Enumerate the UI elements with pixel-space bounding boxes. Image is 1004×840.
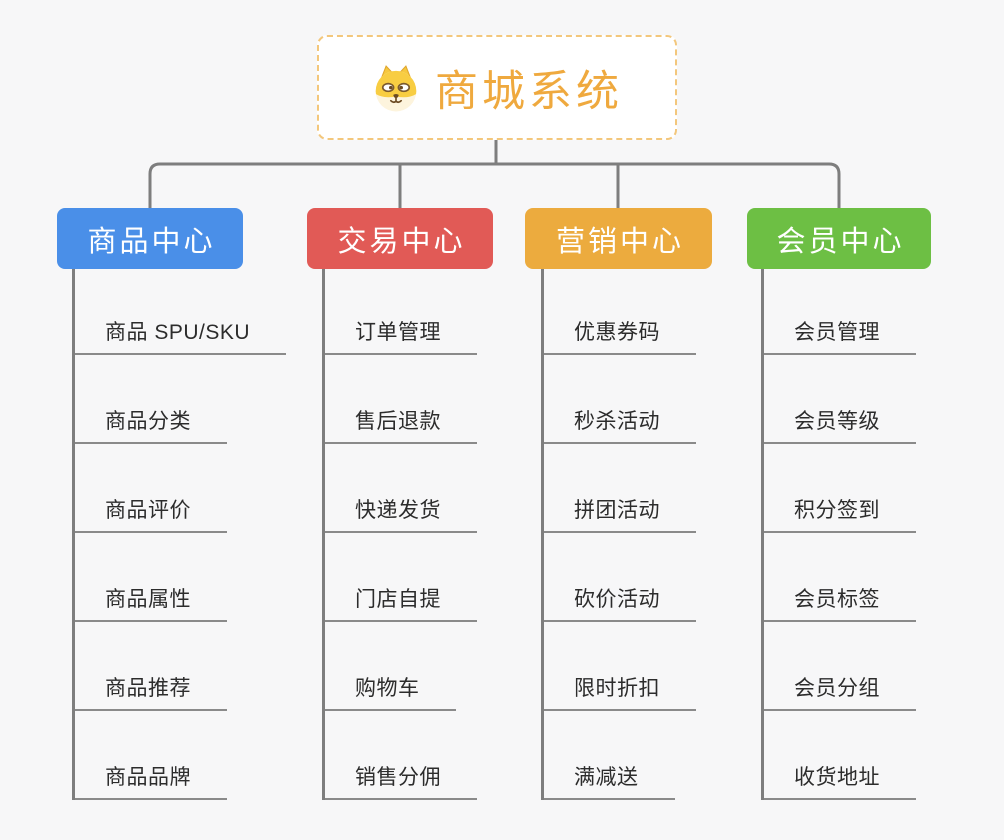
branch-header-marketing[interactable]: 营销中心	[525, 208, 712, 269]
branch-item[interactable]: 会员管理	[764, 311, 916, 355]
branch-column-marketing: 优惠券码 秒杀活动 拼团活动 砍价活动 限时折扣 满减送	[541, 269, 784, 800]
branch-header-members[interactable]: 会员中心	[747, 208, 931, 269]
branch-item[interactable]: 销售分佣	[325, 756, 477, 800]
mindmap-root-node[interactable]: 商城系统	[317, 35, 677, 140]
branch-item[interactable]: 收货地址	[764, 756, 916, 800]
branch-item[interactable]: 会员标签	[764, 578, 916, 622]
branch-item[interactable]: 商品 SPU/SKU	[75, 311, 287, 355]
branch-item[interactable]: 积分签到	[764, 489, 916, 533]
branch-item[interactable]: 优惠券码	[544, 311, 696, 355]
branch-item[interactable]: 限时折扣	[544, 667, 696, 711]
branch-item[interactable]: 会员等级	[764, 400, 916, 444]
branch-item[interactable]: 商品评价	[75, 489, 227, 533]
branch-item[interactable]: 快递发货	[325, 489, 477, 533]
branch-item[interactable]: 会员分组	[764, 667, 916, 711]
branch-column-products: 商品 SPU/SKU 商品分类 商品评价 商品属性 商品推荐 商品品牌	[72, 269, 315, 800]
branch-header-products[interactable]: 商品中心	[57, 208, 243, 269]
branch-item[interactable]: 购物车	[325, 667, 456, 711]
branch-column-members: 会员管理 会员等级 积分签到 会员标签 会员分组 收货地址	[761, 269, 1004, 800]
branch-item[interactable]: 售后退款	[325, 400, 477, 444]
dog-face-icon	[375, 64, 417, 111]
branch-item[interactable]: 商品分类	[75, 400, 227, 444]
branch-item[interactable]: 拼团活动	[544, 489, 696, 533]
branch-item[interactable]: 砍价活动	[544, 578, 696, 622]
branch-item[interactable]: 门店自提	[325, 578, 477, 622]
branch-item[interactable]: 订单管理	[325, 311, 477, 355]
branch-item[interactable]: 商品品牌	[75, 756, 227, 800]
branch-item[interactable]: 商品属性	[75, 578, 227, 622]
branch-header-trade[interactable]: 交易中心	[307, 208, 493, 269]
root-title: 商城系统	[435, 67, 623, 116]
branch-column-trade: 订单管理 售后退款 快递发货 门店自提 购物车 销售分佣	[322, 269, 565, 800]
branch-item[interactable]: 商品推荐	[75, 667, 227, 711]
branch-item[interactable]: 秒杀活动	[544, 400, 696, 444]
branch-item[interactable]: 满减送	[544, 756, 675, 800]
